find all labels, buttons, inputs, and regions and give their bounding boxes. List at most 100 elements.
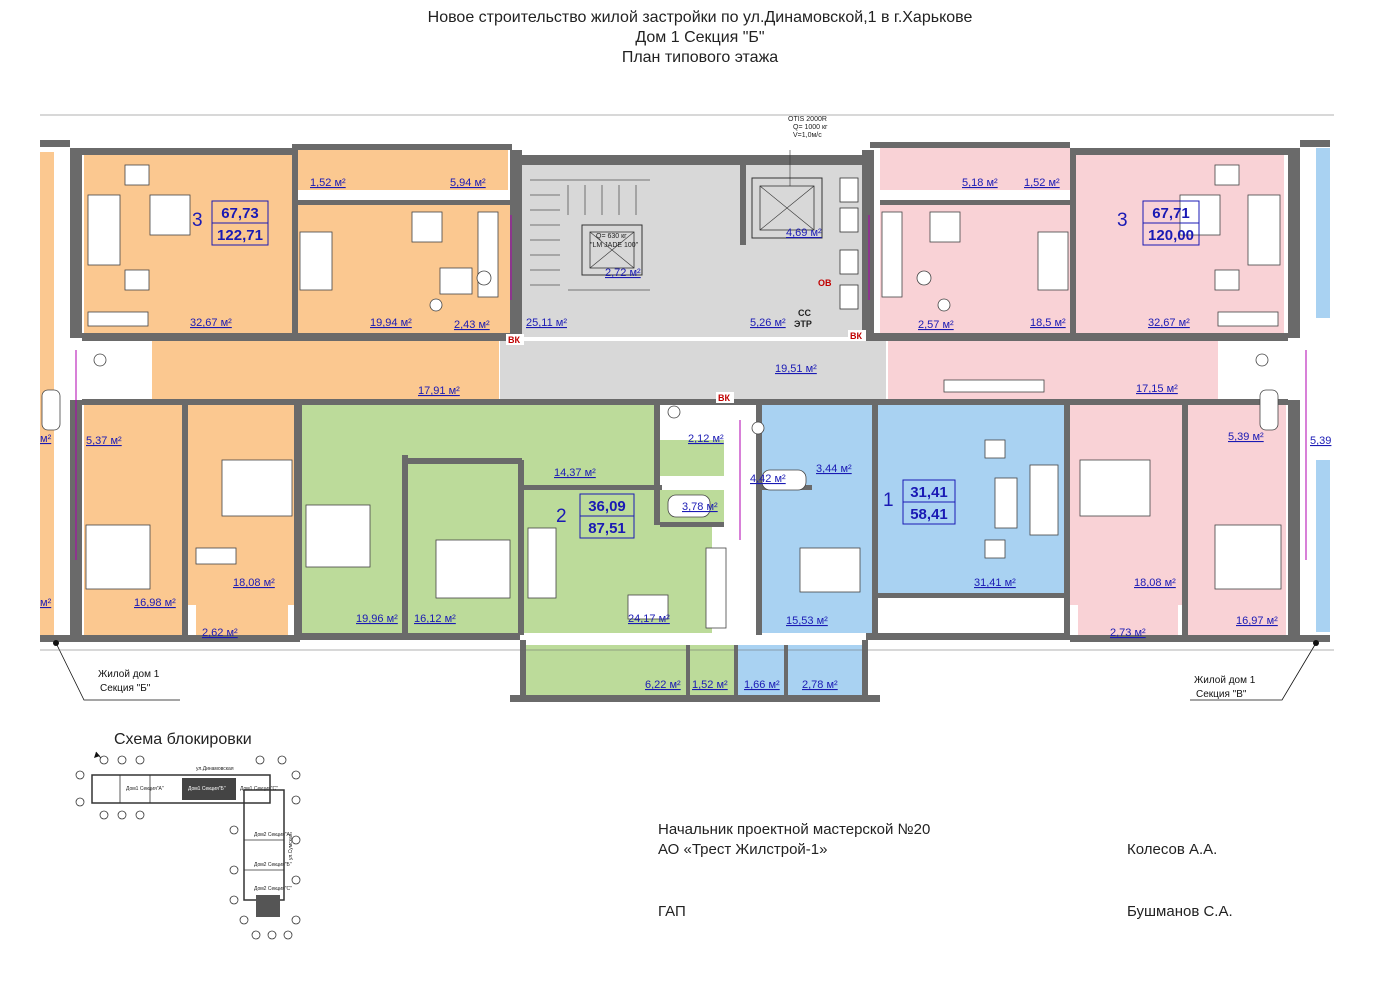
wall-h2 xyxy=(862,333,1288,341)
room-apt3l-hall xyxy=(152,341,499,399)
wall-bot-c xyxy=(866,633,1070,640)
room-apt2-wc xyxy=(660,440,724,476)
area-19-94: 19,94 м² xyxy=(370,317,412,329)
callout-left-1: Жилой дом 1 xyxy=(98,669,160,680)
wall-v9 xyxy=(294,405,302,635)
wall-v10 xyxy=(402,455,408,635)
area-17-91: 17,91 м² xyxy=(418,385,460,397)
area-4-69: 4,69 м² xyxy=(786,227,822,239)
room-apt3r-loggia-b xyxy=(1078,605,1178,639)
room-apt3l-loggia-b xyxy=(196,605,288,639)
area-2-57: 2,57 м² xyxy=(918,319,954,331)
stair-and-lifts xyxy=(530,150,859,310)
area-5-39-a: 5,39 м² xyxy=(1228,431,1264,443)
callout-left-2: Секция "Б" xyxy=(100,683,151,694)
schema-side-wing xyxy=(243,789,285,901)
apt3l-total: 122,71 xyxy=(217,227,263,244)
lift-brand: OTIS 2000R xyxy=(788,116,827,123)
area-2-78: 2,78 м² xyxy=(802,679,838,691)
wall-v16 xyxy=(1182,405,1188,635)
wall-top-c xyxy=(292,144,512,150)
vent-markers xyxy=(75,215,1307,560)
schema-street-side: ул.Сумская xyxy=(288,833,294,860)
schema-street-top: ул.Динамовская xyxy=(196,766,234,772)
room-apt2-hall xyxy=(402,405,654,485)
schema-sec-c-side: Дом2 Секция"С" xyxy=(254,886,292,892)
vk-marker-3: ВК xyxy=(718,393,730,403)
area-16-98: 16,98 м² xyxy=(134,597,176,609)
wall-v4 xyxy=(740,165,746,245)
room-apt1-loggia-a xyxy=(738,645,784,695)
wall-h4 xyxy=(298,200,510,205)
wall-v7b xyxy=(1288,400,1300,640)
wall-h3 xyxy=(82,399,1288,405)
area-5-39-b: 5,39 xyxy=(1310,435,1331,447)
room-apt3l-bed1 xyxy=(84,405,182,635)
wall-bot-d xyxy=(1070,635,1330,642)
area-3-78: 3,78 м² xyxy=(682,501,718,513)
wall-v15 xyxy=(1064,405,1070,635)
apt3r-rooms: 3 xyxy=(1117,210,1128,231)
room-apt3r-hall xyxy=(888,341,1218,399)
wall-v7 xyxy=(1288,148,1300,338)
wall-h10 xyxy=(878,593,1064,598)
wall-bot-core xyxy=(510,695,880,702)
apt2-living: 36,09 xyxy=(588,498,626,515)
room-area-labels: 1,52 м² 5,94 м² 5,18 м² 1,52 м² 32,67 м²… xyxy=(40,177,1331,691)
shaft-3 xyxy=(839,249,859,275)
wall-h7 xyxy=(522,485,662,490)
area-2-62: 2,62 м² xyxy=(202,627,238,639)
vk-marker-3-bg xyxy=(716,392,734,403)
area-6-22: 6,22 м² xyxy=(645,679,681,691)
schema-sec-a-side: Дом2 Секция"А" xyxy=(254,832,292,838)
area-edge-left-2: м² xyxy=(40,597,52,609)
callout-right-2: Секция "В" xyxy=(1196,689,1247,700)
area-1-52-right: 1,52 м² xyxy=(1024,177,1060,189)
area-2-43: 2,43 м² xyxy=(454,319,490,331)
area-18-08-left: 18,08 м² xyxy=(233,577,275,589)
vk-marker-1-bg xyxy=(506,334,524,345)
apt1-rooms: 1 xyxy=(883,490,894,511)
area-edge-left-1: м² xyxy=(40,433,52,445)
area-19-51: 19,51 м² xyxy=(775,363,817,375)
title-line-2: Дом 1 Секция "Б" xyxy=(635,29,765,46)
signature-name-1: Колесов А.А. xyxy=(1127,841,1218,858)
plan-title: Новое строительство жилой застройки по у… xyxy=(0,8,1400,68)
wall-v1 xyxy=(70,148,82,338)
apt1-living: 31,41 xyxy=(910,484,948,501)
wall-top-a xyxy=(40,140,70,147)
vk-marker-2-bg xyxy=(848,330,866,341)
area-3-44: 3,44 м² xyxy=(816,463,852,475)
area-15-53: 15,53 м² xyxy=(786,615,828,627)
wall-h1 xyxy=(82,333,512,341)
area-5-18: 5,18 м² xyxy=(962,177,998,189)
area-2-72: 2,72 м² xyxy=(605,267,641,279)
wall-v18 xyxy=(686,645,690,697)
wall-top-b xyxy=(70,148,294,155)
area-5-37: 5,37 м² xyxy=(86,435,122,447)
wall-v3 xyxy=(510,150,522,340)
org-block: Начальник проектной мастерской №20 АО «Т… xyxy=(658,820,930,860)
walls xyxy=(40,140,1330,702)
wall-v8 xyxy=(182,405,188,635)
wall-bot-a xyxy=(40,635,300,642)
apt2-rooms: 2 xyxy=(556,506,567,527)
area-24-17: 24,17 м² xyxy=(628,613,670,625)
etr-marker: ЭТР xyxy=(794,319,812,329)
apt2-total: 87,51 xyxy=(588,520,626,537)
room-apt3l-loggia-a xyxy=(298,150,508,190)
wall-h6 xyxy=(408,458,522,464)
apt3r-total: 120,00 xyxy=(1148,227,1194,244)
wall-v19 xyxy=(734,645,738,697)
schema-sec-b-top: Дом1 Секция"Б" xyxy=(188,786,226,792)
area-4-42: 4,42 м² xyxy=(750,473,786,485)
room-apt2-loggia xyxy=(520,645,686,695)
area-16-12: 16,12 м² xyxy=(414,613,456,625)
org-line-1: Начальник проектной мастерской №20 xyxy=(658,821,931,838)
area-32-67-right: 32,67 м² xyxy=(1148,317,1190,329)
area-31-41: 31,41 м² xyxy=(974,577,1016,589)
wall-top-core xyxy=(512,155,862,165)
vk-marker-2: ВК xyxy=(850,331,862,341)
apartment-labels: 3 67,73 122,71 3 67,71 120,00 2 36,09 87… xyxy=(192,200,1200,539)
